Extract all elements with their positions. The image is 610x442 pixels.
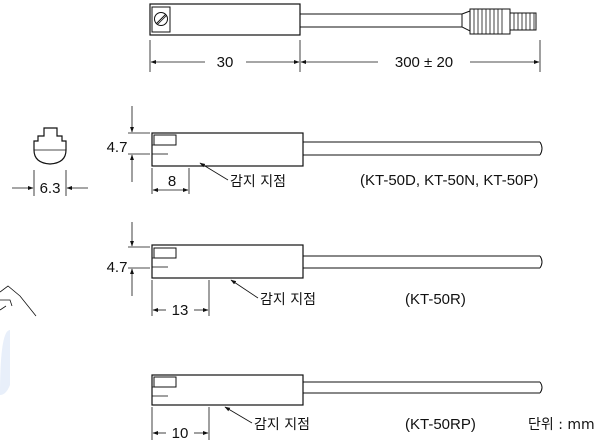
sensor-body-d [151, 132, 304, 167]
sensor-body-r [151, 244, 304, 279]
connector-icon [461, 8, 537, 35]
sensor-body-top [149, 3, 301, 36]
variant-rp-view: 10 감지 지점 (KT-50RP) 단위 : mm [151, 374, 595, 442]
dim-end-width: 6.3 [40, 180, 61, 197]
sensor-body-rp [151, 374, 304, 406]
arrow-icon [230, 279, 259, 299]
sense-point-label-d: 감지 지점 [230, 174, 286, 190]
model-list-rp: (KT-50RP) [405, 416, 476, 433]
dim-cable-length: 300 ± 20 [395, 54, 453, 71]
dim-height-r: 4.7 [107, 259, 128, 276]
partial-figure [0, 285, 37, 395]
end-view-profile [33, 127, 67, 165]
end-view: 6.3 [12, 127, 88, 197]
dim-height-d: 4.7 [107, 139, 128, 156]
variant-r-view: 4.7 13 감지 지점 (KT-50R) [107, 222, 543, 319]
sense-point-label-r: 감지 지점 [260, 292, 316, 308]
dim-sense-rp: 10 [172, 425, 189, 442]
arrow-icon [199, 162, 229, 181]
top-view: 30 300 ± 20 [149, 3, 541, 72]
dim-sense-d: 8 [168, 173, 176, 190]
model-list-r: (KT-50R) [405, 291, 466, 308]
screw-head-icon [151, 6, 171, 33]
arrow-icon [224, 406, 253, 424]
variant-d-view: 4.7 8 감지 지점 (KT-50D, KT-50N, KT-50P) [107, 106, 543, 194]
unit-note: 단위 : mm [528, 417, 595, 433]
sense-point-label-rp: 감지 지점 [254, 417, 310, 433]
dim-body-length: 30 [217, 54, 234, 71]
dim-sense-r: 13 [172, 302, 189, 319]
model-list-d: (KT-50D, KT-50N, KT-50P) [360, 172, 538, 189]
